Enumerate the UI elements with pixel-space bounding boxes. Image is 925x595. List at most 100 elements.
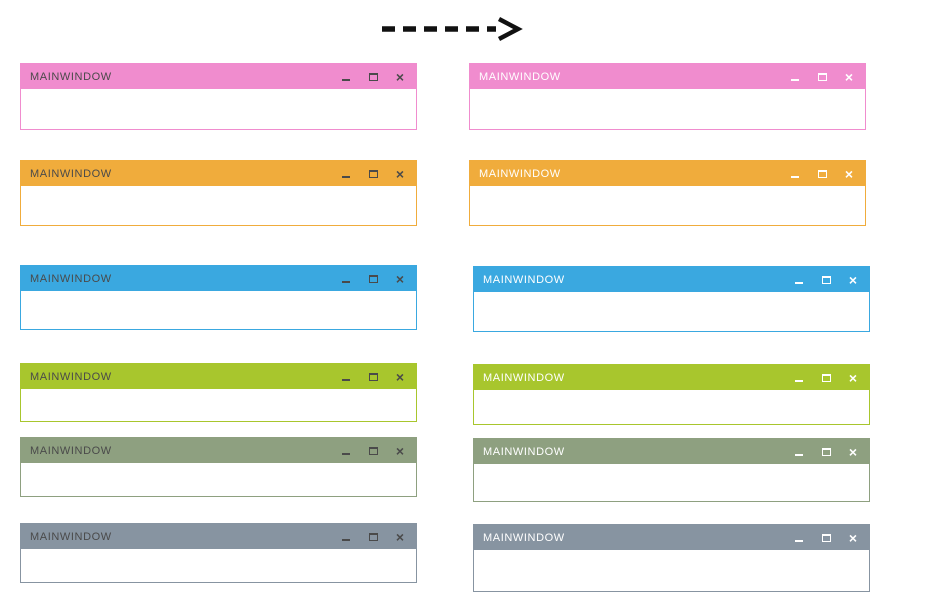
window-title: MAINWINDOW bbox=[30, 530, 112, 543]
minimize-button[interactable] bbox=[794, 530, 804, 546]
close-icon: × bbox=[395, 528, 405, 545]
window-pink-original: MAINWINDOW × bbox=[20, 63, 417, 130]
window-client-area bbox=[474, 464, 869, 501]
close-button[interactable]: × bbox=[395, 529, 405, 545]
window-title: MAINWINDOW bbox=[30, 370, 112, 383]
window-titlebar[interactable]: MAINWINDOW × bbox=[474, 525, 869, 550]
close-icon: × bbox=[395, 368, 405, 385]
window-client-area bbox=[21, 186, 416, 225]
close-button[interactable]: × bbox=[848, 370, 858, 386]
maximize-button[interactable] bbox=[368, 443, 378, 459]
window-titlebar[interactable]: MAINWINDOW × bbox=[21, 364, 416, 389]
maximize-button[interactable] bbox=[368, 271, 378, 287]
window-controls: × bbox=[341, 443, 405, 459]
maximize-button[interactable] bbox=[368, 166, 378, 182]
window-controls: × bbox=[794, 370, 858, 386]
close-button[interactable]: × bbox=[395, 166, 405, 182]
window-pink-light-controls: MAINWINDOW × bbox=[469, 63, 866, 130]
window-controls: × bbox=[341, 166, 405, 182]
minimize-icon bbox=[342, 378, 350, 381]
close-button[interactable]: × bbox=[844, 69, 854, 85]
minimize-button[interactable] bbox=[790, 166, 800, 182]
close-button[interactable]: × bbox=[395, 369, 405, 385]
window-titlebar[interactable]: MAINWINDOW × bbox=[474, 267, 869, 292]
maximize-button[interactable] bbox=[821, 444, 831, 460]
maximize-button[interactable] bbox=[817, 69, 827, 85]
maximize-icon bbox=[368, 446, 378, 455]
maximize-button[interactable] bbox=[817, 166, 827, 182]
close-button[interactable]: × bbox=[395, 443, 405, 459]
window-titlebar[interactable]: MAINWINDOW × bbox=[21, 438, 416, 463]
maximize-button[interactable] bbox=[821, 530, 831, 546]
dashed-arrow-icon bbox=[382, 17, 523, 41]
minimize-icon bbox=[795, 281, 803, 284]
maximize-button[interactable] bbox=[368, 529, 378, 545]
maximize-icon bbox=[368, 274, 378, 283]
window-titlebar[interactable]: MAINWINDOW × bbox=[21, 524, 416, 549]
window-titlebar[interactable]: MAINWINDOW × bbox=[21, 266, 416, 291]
window-title: MAINWINDOW bbox=[30, 167, 112, 180]
window-controls: × bbox=[341, 369, 405, 385]
close-icon: × bbox=[395, 68, 405, 85]
minimize-button[interactable] bbox=[341, 271, 351, 287]
close-button[interactable]: × bbox=[848, 530, 858, 546]
minimize-button[interactable] bbox=[341, 166, 351, 182]
close-icon: × bbox=[848, 369, 858, 386]
maximize-icon bbox=[821, 447, 831, 456]
minimize-button[interactable] bbox=[341, 369, 351, 385]
close-icon: × bbox=[848, 443, 858, 460]
minimize-icon bbox=[795, 539, 803, 542]
close-icon: × bbox=[395, 165, 405, 182]
window-titlebar[interactable]: MAINWINDOW × bbox=[21, 64, 416, 89]
window-slate-gray-original: MAINWINDOW × bbox=[20, 523, 417, 583]
close-button[interactable]: × bbox=[844, 166, 854, 182]
window-controls: × bbox=[341, 529, 405, 545]
maximize-icon bbox=[368, 372, 378, 381]
window-titlebar[interactable]: MAINWINDOW × bbox=[470, 161, 865, 186]
minimize-button[interactable] bbox=[341, 443, 351, 459]
minimize-icon bbox=[795, 453, 803, 456]
minimize-icon bbox=[795, 379, 803, 382]
window-controls: × bbox=[790, 69, 854, 85]
minimize-button[interactable] bbox=[794, 370, 804, 386]
minimize-button[interactable] bbox=[794, 444, 804, 460]
minimize-icon bbox=[342, 452, 350, 455]
maximize-icon bbox=[368, 532, 378, 541]
window-blue-light-controls: MAINWINDOW × bbox=[473, 266, 870, 332]
window-titlebar[interactable]: MAINWINDOW × bbox=[21, 161, 416, 186]
window-client-area bbox=[474, 550, 869, 591]
window-titlebar[interactable]: MAINWINDOW × bbox=[474, 439, 869, 464]
close-button[interactable]: × bbox=[395, 271, 405, 287]
window-orange-light-controls: MAINWINDOW × bbox=[469, 160, 866, 226]
maximize-button[interactable] bbox=[368, 69, 378, 85]
minimize-icon bbox=[791, 78, 799, 81]
minimize-button[interactable] bbox=[341, 529, 351, 545]
close-button[interactable]: × bbox=[395, 69, 405, 85]
close-icon: × bbox=[395, 442, 405, 459]
maximize-button[interactable] bbox=[368, 369, 378, 385]
window-client-area bbox=[21, 89, 416, 129]
window-title: MAINWINDOW bbox=[483, 445, 565, 458]
window-controls: × bbox=[341, 69, 405, 85]
window-title: MAINWINDOW bbox=[30, 444, 112, 457]
window-controls: × bbox=[341, 271, 405, 287]
maximize-button[interactable] bbox=[821, 272, 831, 288]
minimize-button[interactable] bbox=[794, 272, 804, 288]
minimize-button[interactable] bbox=[341, 69, 351, 85]
close-icon: × bbox=[844, 68, 854, 85]
window-client-area bbox=[21, 549, 416, 582]
window-titlebar[interactable]: MAINWINDOW × bbox=[470, 64, 865, 89]
close-button[interactable]: × bbox=[848, 272, 858, 288]
window-lime-green-original: MAINWINDOW × bbox=[20, 363, 417, 422]
maximize-icon bbox=[368, 169, 378, 178]
window-titlebar[interactable]: MAINWINDOW × bbox=[474, 365, 869, 390]
maximize-button[interactable] bbox=[821, 370, 831, 386]
minimize-button[interactable] bbox=[790, 69, 800, 85]
window-blue-original: MAINWINDOW × bbox=[20, 265, 417, 330]
minimize-icon bbox=[791, 175, 799, 178]
window-sage-green-light-controls: MAINWINDOW × bbox=[473, 438, 870, 502]
maximize-icon bbox=[821, 533, 831, 542]
window-client-area bbox=[470, 89, 865, 129]
close-button[interactable]: × bbox=[848, 444, 858, 460]
window-title: MAINWINDOW bbox=[30, 70, 112, 83]
